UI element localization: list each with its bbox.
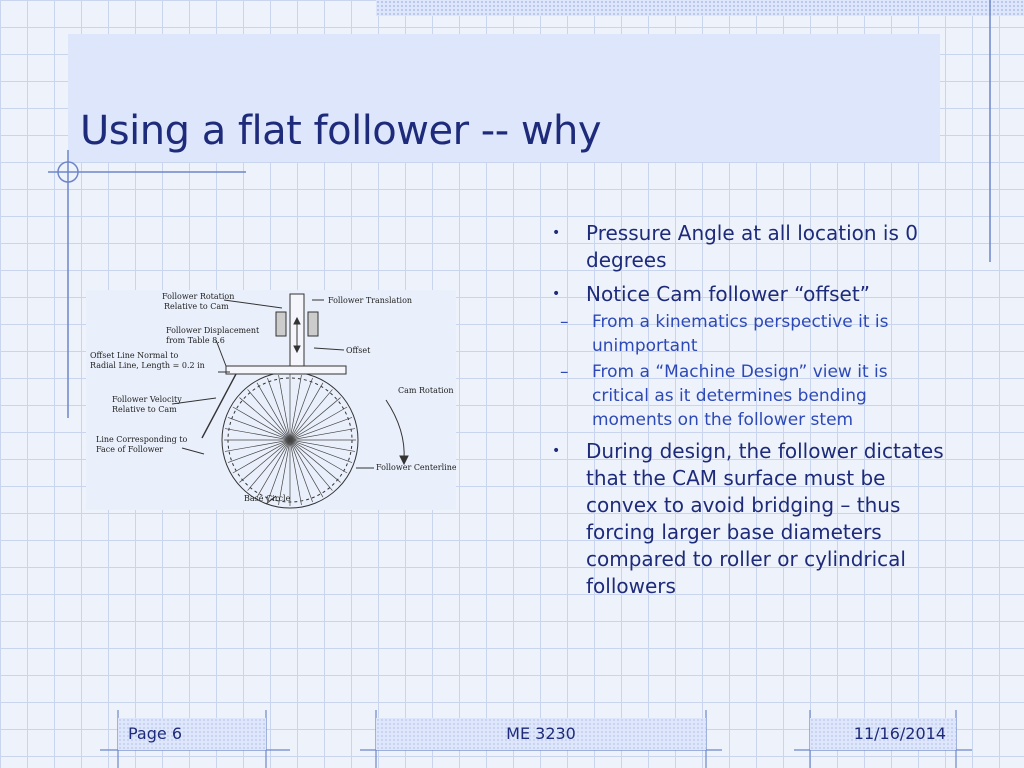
sub-bullet-item-2: – From a “Machine Design” view it is cri… xyxy=(548,360,948,432)
label-line-corr-2: Face of Follower xyxy=(96,445,163,454)
footer-course-box xyxy=(376,718,706,750)
label-follower-velocity: Follower Velocity xyxy=(112,395,182,404)
bullet-item-3: • During design, the follower dictates t… xyxy=(548,438,948,600)
label-offset: Offset xyxy=(346,346,371,355)
footer-page-number: Page 6 xyxy=(128,724,182,743)
bullet-dot: • xyxy=(552,225,561,241)
sub-bullet-item-1: – From a kinematics perspective it is un… xyxy=(548,310,948,358)
bullet-item-2: • Notice Cam follower “offset” xyxy=(548,281,948,308)
label-follower-centerline: Follower Centerline xyxy=(376,463,456,472)
label-follower-translation: Follower Translation xyxy=(328,296,412,305)
label-offset-line-2: Radial Line, Length = 0.2 in xyxy=(90,361,205,370)
footer-page-box xyxy=(118,718,266,750)
footer-course-name: ME 3230 xyxy=(506,724,576,743)
label-relative-to-cam-2: Relative to Cam xyxy=(112,405,177,414)
cam-radial-line xyxy=(224,428,356,452)
bullet-text: Notice Cam follower “offset” xyxy=(586,282,871,306)
bullet-text: Pressure Angle at all location is 0 degr… xyxy=(586,221,918,272)
sub-bullet-dash: – xyxy=(560,362,569,382)
label-line-corr-1: Line Corresponding to xyxy=(96,435,188,444)
bullet-dot: • xyxy=(552,286,561,302)
label-relative-to-cam: Relative to Cam xyxy=(164,302,229,311)
footer-date-box xyxy=(810,718,956,750)
sub-bullet-list: – From a kinematics perspective it is un… xyxy=(548,310,948,432)
label-offset-line-1: Offset Line Normal to xyxy=(90,351,178,360)
slide-title: Using a flat follower -- why xyxy=(80,108,602,154)
label-follower-rotation: Follower Rotation xyxy=(162,292,234,301)
sub-bullet-text: From a “Machine Design” view it is criti… xyxy=(592,362,888,430)
cam-follower-drawing: Follower Rotation Relative to Cam Follow… xyxy=(90,292,456,509)
cam-follower-diagram: Follower Rotation Relative to Cam Follow… xyxy=(86,290,456,510)
bullet-text: During design, the follower dictates tha… xyxy=(586,439,944,598)
bullet-dot: • xyxy=(552,443,561,459)
sub-bullet-dash: – xyxy=(560,312,569,332)
label-from-table: from Table 8.6 xyxy=(166,336,225,345)
bullet-item-1: • Pressure Angle at all location is 0 de… xyxy=(548,220,948,274)
bullet-list: • Pressure Angle at all location is 0 de… xyxy=(548,220,948,600)
sub-bullet-text: From a kinematics perspective it is unim… xyxy=(592,312,889,356)
label-cam-rotation: Cam Rotation xyxy=(398,386,454,395)
title-panel xyxy=(68,34,940,162)
label-follower-displacement: Follower Displacement xyxy=(166,326,260,335)
header-dotted-band xyxy=(376,0,1024,16)
bullet-content: • Pressure Angle at all location is 0 de… xyxy=(548,220,948,607)
label-base-circle: Base Circle xyxy=(244,494,291,503)
footer-date: 11/16/2014 xyxy=(853,724,946,743)
